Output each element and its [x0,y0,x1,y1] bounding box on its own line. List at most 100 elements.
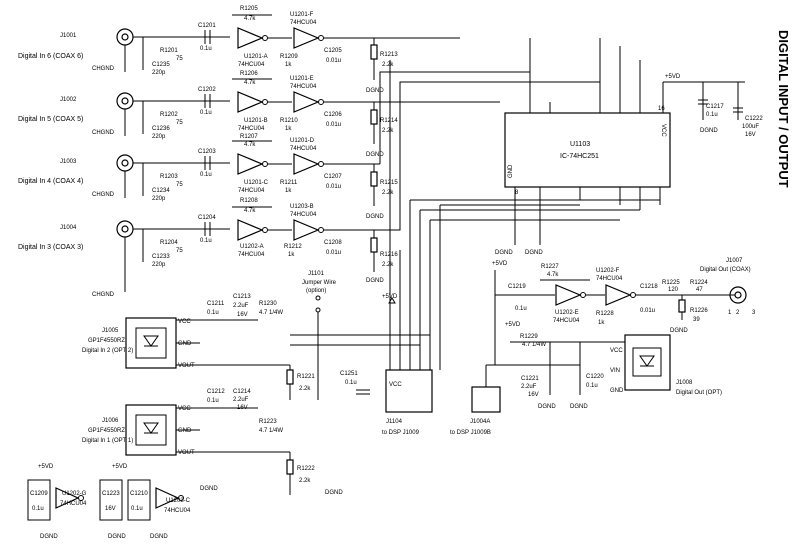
svg-text:2.2k: 2.2k [382,128,394,134]
inverter-u1201b [237,91,264,113]
svg-text:CHGND: CHGND [92,130,115,136]
spare-inverters: +5VD +5VD C1209 0.1u U1202-G 74HCU04 C12… [27,464,191,540]
svg-text:C1220: C1220 [586,374,604,380]
coax-connector-j1004 [116,220,134,238]
svg-text:74HCU04: 74HCU04 [290,20,317,26]
svg-text:J1006: J1006 [102,418,119,424]
coax-center-icon [121,159,129,167]
svg-text:2.2k: 2.2k [382,262,394,268]
svg-text:16V: 16V [528,392,539,398]
svg-text:1k: 1k [285,188,292,194]
svg-text:C1234: C1234 [152,188,170,194]
svg-text:J1002: J1002 [60,97,77,103]
svg-text:0.1u: 0.1u [515,306,527,312]
svg-text:C1206: C1206 [324,112,342,118]
mux-ic-u1103: U1103 IC-74HC251 VCC 16 GND 8 DGND DGND [495,38,671,256]
svg-text:U1202-A: U1202-A [240,244,264,250]
svg-text:R1210: R1210 [280,118,298,124]
svg-text:CHGND: CHGND [92,292,115,298]
svg-text:J1003: J1003 [60,159,77,165]
svg-text:1k: 1k [598,320,605,326]
svg-text:R1201: R1201 [160,48,178,54]
coax-connector-j1002 [116,92,134,110]
svg-text:75: 75 [176,248,183,254]
svg-text:Digital In 5 (COAX 5): Digital In 5 (COAX 5) [18,116,83,123]
svg-text:to DSP J1009: to DSP J1009 [382,430,420,436]
svg-text:0.1u: 0.1u [131,506,143,512]
svg-text:74HCU04: 74HCU04 [290,146,317,152]
svg-text:R1221: R1221 [297,374,315,380]
inverter-u1202a [237,219,264,241]
svg-text:C1205: C1205 [324,48,342,54]
svg-text:R1216: R1216 [380,252,398,258]
svg-text:R1208: R1208 [240,198,258,204]
svg-text:DGND: DGND [670,328,688,334]
svg-text:VOUT: VOUT [178,363,195,369]
svg-text:R1206: R1206 [240,71,258,77]
svg-text:C1211: C1211 [207,301,225,307]
svg-text:R1222: R1222 [297,466,315,472]
svg-text:+5VD: +5VD [492,261,508,267]
svg-text:VIN: VIN [610,368,620,374]
svg-text:DGND: DGND [200,486,218,492]
svg-text:4.7k: 4.7k [244,16,256,22]
svg-text:0.01u: 0.01u [326,184,341,190]
svg-text:R1202: R1202 [160,112,178,118]
svg-text:2.2k: 2.2k [299,386,311,392]
svg-text:GND: GND [178,428,192,434]
svg-text:R1230: R1230 [259,301,277,307]
inverter-u1201e [293,91,320,113]
svg-text:0.1u: 0.1u [200,238,212,244]
ic-body [504,112,671,188]
svg-text:J1101: J1101 [308,271,325,277]
bus-wires [290,60,660,370]
svg-text:J1007: J1007 [726,258,743,264]
inverter-u1202g [55,487,80,509]
coax-output: +5VD C1219 0.1u R1227 4.7k U1202-E 74HCU… [492,258,756,365]
svg-text:1k: 1k [285,126,292,132]
page-title: DIGITAL INPUT / OUTPUT [776,30,791,188]
svg-text:VCC: VCC [178,319,191,325]
inverter-u1201f [293,27,320,49]
svg-text:J1004A: J1004A [470,419,490,425]
svg-text:U1201-B: U1201-B [244,118,268,124]
svg-text:3: 3 [752,310,756,316]
svg-text:C1233: C1233 [152,254,170,260]
svg-text:U1103: U1103 [570,141,590,148]
svg-text:+5VD: +5VD [665,74,681,80]
svg-text:4.7 1/4W: 4.7 1/4W [259,310,283,316]
svg-text:C1212: C1212 [207,389,225,395]
svg-text:0.1u: 0.1u [200,172,212,178]
svg-text:2.2k: 2.2k [299,478,311,484]
svg-text:GP1F4550RZ: GP1F4550RZ [88,428,125,434]
svg-text:2.2uF: 2.2uF [233,303,249,309]
svg-text:1k: 1k [288,252,295,258]
svg-text:4.7 1/4W: 4.7 1/4W [259,428,283,434]
svg-text:GND: GND [610,388,624,394]
svg-text:U1201-F: U1201-F [290,12,314,18]
optical-input-2: J1006 GP1F4550RZ Digital In 1 (OPT 1) VC… [82,389,343,496]
svg-text:C1235: C1235 [152,62,170,68]
svg-text:R1211: R1211 [280,180,298,186]
svg-text:VCC: VCC [178,406,191,412]
svg-text:16: 16 [658,106,665,112]
svg-text:8: 8 [515,190,519,196]
svg-text:R1214: R1214 [380,118,398,124]
coax-center-icon [734,291,742,299]
svg-text:GND: GND [178,341,192,347]
coax-center-icon [121,225,129,233]
svg-text:2.2k: 2.2k [382,190,394,196]
svg-text:J1008: J1008 [676,380,693,386]
svg-text:VCC: VCC [389,382,402,388]
svg-text:C1221: C1221 [521,376,539,382]
svg-text:0.1u: 0.1u [586,383,598,389]
svg-text:Digital In 2 (OPT 2): Digital In 2 (OPT 2) [82,348,133,354]
svg-text:0.1u: 0.1u [706,112,718,118]
svg-text:C1209: C1209 [30,491,48,497]
svg-text:DGND: DGND [366,214,384,220]
svg-text:0.01u: 0.01u [326,122,341,128]
svg-text:DGND: DGND [538,404,556,410]
svg-text:39: 39 [693,317,700,323]
dsp-connectors: +5VD VCC J1104 to DSP J1009 J1004A to DS… [340,294,580,436]
